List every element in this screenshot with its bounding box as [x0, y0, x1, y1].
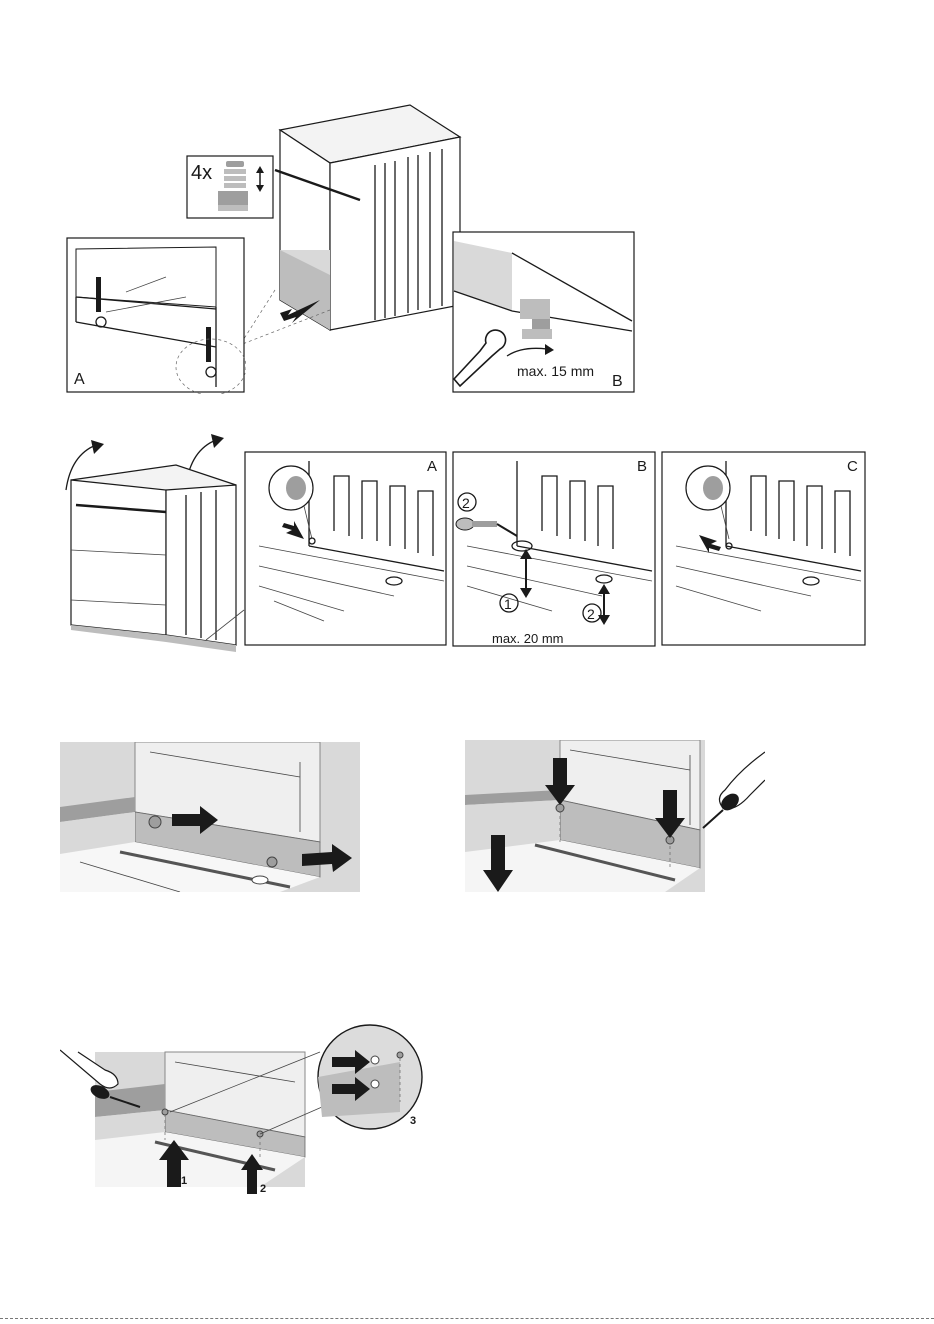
step-1-label: 1 [504, 596, 512, 612]
panel-letter-a: A [74, 371, 85, 388]
step-1-label-row4: 1 [181, 1175, 187, 1187]
plinth-slide-illustration [60, 742, 360, 892]
row2-panel-c: C [661, 451, 867, 647]
max-15mm-label: max. 15 mm [517, 363, 594, 379]
panel-letter-c: C [847, 458, 858, 475]
plinth-fixing-illustration: 1 2 3 [60, 1022, 430, 1197]
foot-callout: 4x [186, 155, 276, 221]
page-footer-rule [0, 1318, 934, 1319]
row2-panel-a: A [244, 451, 448, 647]
plinth-screw-illustration [465, 740, 765, 900]
step-3-label-row4: 3 [410, 1115, 416, 1127]
row1-panel-b: max. 15 mm B [452, 231, 636, 394]
tilted-cooker [56, 430, 248, 660]
max-20mm-label: max. 20 mm [492, 631, 564, 646]
step-2a-label: 2 [462, 495, 470, 511]
row2-panel-b: 2 1 2 max. 20 mm B [452, 451, 657, 647]
step-2-label-row4: 2 [260, 1183, 266, 1195]
foot-count-label: 4x [191, 162, 212, 184]
panel-letter-b: B [612, 373, 623, 390]
step-2b-label: 2 [587, 606, 595, 622]
row1-panel-a: A [66, 237, 246, 394]
panel-letter-b2: B [637, 458, 647, 475]
panel-letter-a2: A [427, 458, 437, 475]
